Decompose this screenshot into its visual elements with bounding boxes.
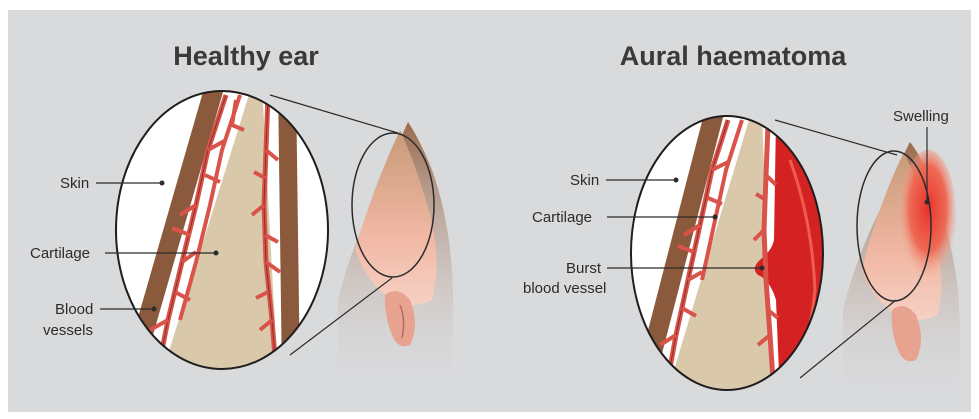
label-skin-left: Skin [60, 175, 89, 192]
haematoma-ear-small [843, 142, 960, 405]
healthy-ear-small [338, 122, 453, 395]
aural-haematoma-title: Aural haematoma [620, 41, 848, 71]
label-burst-line2: blood vessel [523, 280, 606, 297]
zoom-line-top-right [775, 120, 897, 155]
healthy-ear-title: Healthy ear [173, 41, 319, 71]
label-blood-vessels-line1: Blood [55, 301, 93, 318]
label-burst-line1: Burst [566, 260, 602, 277]
label-swelling: Swelling [893, 108, 949, 125]
label-blood-vessels-line2: vessels [43, 322, 93, 339]
label-skin-right: Skin [570, 172, 599, 189]
swelling-area [900, 150, 956, 280]
label-cartilage-left: Cartilage [30, 245, 90, 262]
healthy-ear-magnified [116, 85, 328, 380]
label-cartilage-right: Cartilage [532, 209, 592, 226]
haematoma-ear-magnified [630, 110, 830, 400]
